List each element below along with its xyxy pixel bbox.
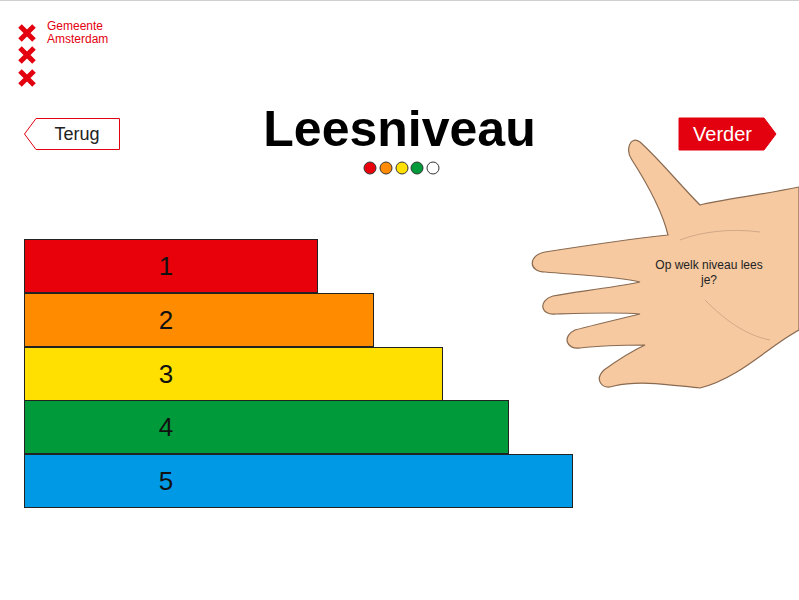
button-outline <box>679 118 776 150</box>
top-rule <box>0 0 799 1</box>
button-label: Terug <box>54 123 99 145</box>
level-number: 1 <box>159 251 173 282</box>
logo-cross <box>20 26 34 40</box>
back-button: Terug <box>24 118 120 150</box>
bar-fill <box>25 294 374 347</box>
hand-question: Op welk niveau lees je? <box>655 258 763 288</box>
button-outline <box>25 119 120 150</box>
progress-dots <box>364 162 439 174</box>
bar-shape <box>24 293 374 347</box>
palm-line <box>705 300 770 340</box>
palm-line <box>680 230 760 240</box>
bar-fill <box>25 348 443 401</box>
logo-cross <box>20 48 34 62</box>
level-number: 4 <box>159 412 173 443</box>
bar-shape <box>24 347 443 401</box>
level-bar: 2 <box>24 293 374 347</box>
level-bar: 4 <box>24 400 509 454</box>
bar-shape <box>24 400 509 454</box>
city-logo-crosses <box>20 26 34 85</box>
bar-fill <box>25 455 573 508</box>
hand-group <box>532 140 799 388</box>
hand-speech: Op welk niveau lees je? <box>525 130 799 395</box>
progress-dot <box>427 162 439 174</box>
bar-fill <box>25 240 318 293</box>
progress-dot <box>396 162 408 174</box>
level-number: 5 <box>159 466 173 497</box>
level-number: 3 <box>159 359 173 390</box>
level-bar: 3 <box>24 347 443 401</box>
logo-cross <box>20 71 34 85</box>
level-bar: 5 <box>24 454 573 508</box>
hand-outline <box>532 140 799 388</box>
progress-dot <box>380 162 392 174</box>
level-bar: 1 <box>24 239 318 293</box>
progress-dot <box>411 162 423 174</box>
bar-shape <box>24 454 573 508</box>
level-number: 2 <box>159 305 173 336</box>
bar-fill <box>25 401 509 454</box>
city-logo-text: Gemeente Amsterdam <box>47 20 121 46</box>
button-label: Verder <box>693 122 752 146</box>
next-button: Verder <box>679 118 776 150</box>
progress-dot <box>364 162 376 174</box>
